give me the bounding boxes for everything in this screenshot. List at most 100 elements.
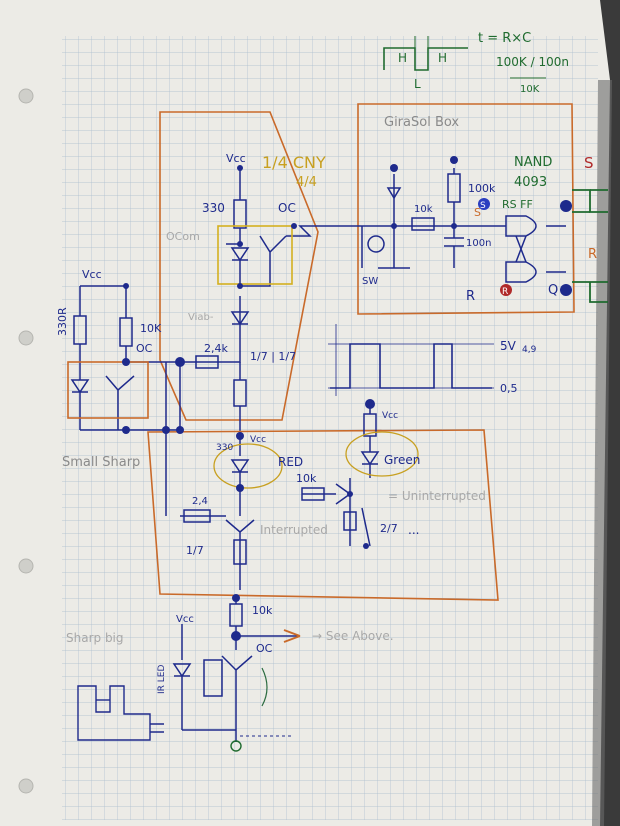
rs-ff-label: RS FF xyxy=(502,198,533,211)
oc-top: OC xyxy=(278,201,296,215)
v05-label: 0,5 xyxy=(500,382,518,395)
cny-title: 1/4 CNY xyxy=(262,153,326,172)
q-output-dot xyxy=(560,200,572,212)
pencil-arrow xyxy=(261,667,268,707)
green-led-circuit xyxy=(301,404,380,547)
c100n-label: 100n xyxy=(466,238,491,249)
sw-label: SW xyxy=(362,276,378,287)
output-labels: S R xyxy=(584,154,597,262)
waveform-labels: 5V 4,9 0,5 xyxy=(500,339,537,395)
small-sharp-box xyxy=(67,361,149,419)
sharp-sensor-sketch xyxy=(77,685,164,741)
vcc-green: Vcc xyxy=(382,411,398,421)
cny-box-outline xyxy=(159,111,319,421)
cny-coupler-box xyxy=(217,225,293,285)
girasol-circuit xyxy=(318,168,566,283)
waveform xyxy=(328,324,494,396)
sharp-big-title: Sharp big xyxy=(66,631,124,645)
formula-result: 10K xyxy=(520,84,540,95)
v49-label: 4,9 xyxy=(522,345,537,355)
oc-left: OC xyxy=(136,342,153,355)
vcc-top: Vcc xyxy=(226,152,246,165)
small-sharp-labels: Vcc 330R 10K OC Small Sharp xyxy=(56,268,162,470)
sharp-ground xyxy=(230,740,242,752)
r10k-tr: 10k xyxy=(296,472,317,485)
dots-label: ... xyxy=(408,523,419,537)
r10k-left: 10K xyxy=(140,322,162,335)
frac-mid: 1/7 | 1/7 xyxy=(250,350,296,363)
girasol-box-outline xyxy=(357,103,575,315)
green-labels: Vcc Green 10k = Uninterrupted 2/7 ... xyxy=(296,411,486,537)
sr-indicators: S R xyxy=(478,198,572,297)
lower-box-outline xyxy=(147,429,499,601)
uninterrupted-label: = Uninterrupted xyxy=(388,489,486,503)
s-bubble-text: S xyxy=(480,201,486,211)
r10k-bottom: 10k xyxy=(252,604,273,617)
r330-top: 330 xyxy=(202,201,225,215)
vcc-bottom: Vcc xyxy=(176,614,194,625)
r10k-box-label: 10k xyxy=(414,204,433,215)
formula-text: t = R×C xyxy=(478,31,531,46)
cny-frac: 4/4 xyxy=(296,175,317,190)
s-out-label: S xyxy=(474,206,481,219)
timing-l: L xyxy=(414,77,421,91)
see-above-arrow xyxy=(283,629,301,643)
frac-green: 2/7 xyxy=(380,522,398,535)
output-pulses xyxy=(572,189,608,303)
sharp-big-labels: Sharp big Vcc IR LED 10k OC → See Above. xyxy=(66,604,394,694)
girasol-grounds xyxy=(390,156,458,229)
r330-left: 330R xyxy=(56,307,69,336)
ocom-faint: OCom xyxy=(166,230,200,243)
red-led-circuit xyxy=(180,436,255,590)
r-out-label: R xyxy=(588,247,597,262)
cny-dots xyxy=(237,165,297,289)
q-bar-label: Q xyxy=(548,283,558,298)
main-bus xyxy=(165,340,247,516)
s-in-label: S xyxy=(584,154,594,172)
v5-label: 5V xyxy=(500,339,517,353)
vcc-left: Vcc xyxy=(82,268,102,281)
viable-faint: Viab- xyxy=(188,312,214,323)
formula-values: 100K / 100n xyxy=(496,55,569,69)
qbar-output-dot xyxy=(560,284,572,296)
bus-labels: 2,4k 1/7 | 1/7 xyxy=(204,342,296,363)
frac-low: 1/7 xyxy=(186,544,204,557)
paper-edge-shadow xyxy=(592,80,612,826)
timing-diagram xyxy=(383,36,468,71)
red-labels: Vcc 330 RED 2,4 1/7 Interrupted xyxy=(186,435,328,557)
oc-bottom: OC xyxy=(256,642,273,655)
see-above-label: → See Above. xyxy=(312,629,394,643)
cny-circuit xyxy=(226,168,318,340)
cny-labels: Vcc 1/4 CNY 4/4 330 OC OCom Viab- xyxy=(166,152,326,323)
interrupted-label: Interrupted xyxy=(260,523,328,537)
girasol-box-title: GiraSol Box xyxy=(384,115,459,130)
r-bubble xyxy=(500,284,512,296)
sharp-big-circuit xyxy=(172,596,300,742)
r24k-label: 2,4k xyxy=(204,342,228,355)
nand-number: 4093 xyxy=(514,175,547,190)
r330-red: 330 xyxy=(216,443,233,453)
timing-h2: H xyxy=(438,51,447,65)
small-sharp-title: Small Sharp xyxy=(62,455,140,470)
sharp-dots xyxy=(231,594,241,641)
grid-area xyxy=(62,36,598,820)
formula: t = R×C 100K / 100n 10K xyxy=(478,31,569,95)
ir-led-label: IR LED xyxy=(157,665,167,694)
r100k-label: 100k xyxy=(468,182,496,195)
red-label: RED xyxy=(278,455,303,469)
r24k-low: 2,4 xyxy=(192,496,208,507)
nand-label: NAND xyxy=(514,155,552,170)
green-led-ellipse xyxy=(345,431,419,477)
binder-holes xyxy=(18,88,34,794)
timing-labels: H H L xyxy=(398,51,447,91)
red-led-ellipse xyxy=(213,443,283,489)
timing-h1: H xyxy=(398,51,407,65)
green-dots xyxy=(162,399,375,549)
green-label: Green xyxy=(384,453,420,467)
r-bubble-text: R xyxy=(502,287,508,297)
r-in-label: R xyxy=(466,289,475,304)
vcc-red: Vcc xyxy=(250,435,266,445)
girasol-labels: NAND 4093 RS FF 100k 10k 100n SW S R Q xyxy=(362,155,558,304)
s-bubble xyxy=(478,198,490,210)
